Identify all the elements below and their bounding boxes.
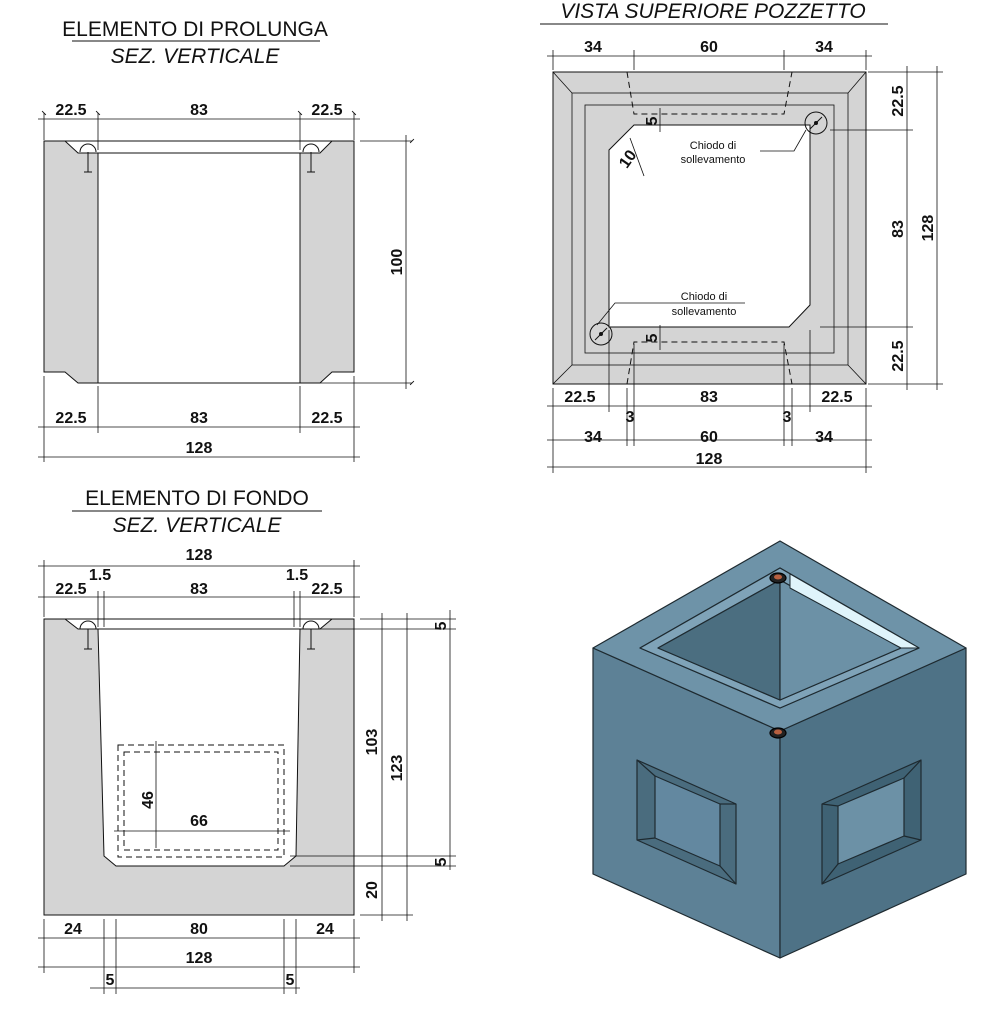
anchor-note: sollevamento	[681, 154, 746, 166]
fondo-subtitle: SEZ. VERTICALE	[113, 514, 283, 537]
vista-title: VISTA SUPERIORE POZZETTO	[560, 0, 865, 23]
dim-label: 5	[433, 621, 450, 630]
dim-label: 22.5	[890, 85, 907, 116]
dim-label: 3	[626, 409, 635, 426]
dim-label: 83	[890, 220, 907, 238]
fondo-section: ELEMENTO DI FONDO SEZ. VERTICALE 46 66 1…	[38, 487, 456, 994]
lifting-pin-icon	[769, 727, 787, 739]
dim-label: 24	[64, 921, 82, 938]
prolunga-subtitle: SEZ. VERTICALE	[111, 45, 281, 68]
dim-label: 10	[616, 147, 640, 171]
prolunga-section: ELEMENTO DI PROLUNGA SEZ. VERTICALE 22.5…	[38, 18, 415, 462]
dim-label: 22.5	[55, 410, 86, 427]
prolunga-title: ELEMENTO DI PROLUNGA	[62, 18, 328, 41]
dim-label: 22.5	[311, 102, 342, 119]
lifting-anchor-icon	[79, 620, 97, 650]
dim-label: 128	[186, 547, 213, 564]
dim-label: 24	[316, 921, 334, 938]
cube-highlight	[789, 573, 920, 649]
dim-label: 5	[644, 116, 661, 125]
dim-label: 34	[815, 39, 833, 56]
dim-label: 60	[700, 39, 718, 56]
dim-label: 22.5	[55, 581, 86, 598]
dim-label: 128	[920, 215, 937, 242]
lifting-anchor-icon	[589, 322, 613, 346]
fondo-body	[43, 618, 355, 916]
anchor-note: Chiodo di	[690, 140, 736, 152]
prolunga-right-wall	[299, 140, 355, 384]
dim-label: 83	[190, 410, 208, 427]
dim-label: 34	[584, 39, 602, 56]
dim-label: 66	[190, 813, 208, 830]
dim-label: 5	[433, 857, 450, 866]
lifting-anchor-icon	[79, 143, 97, 173]
dim-label: 5	[106, 972, 115, 989]
vista-slab	[552, 71, 867, 385]
dim-label: 83	[190, 102, 208, 119]
anchor-note: Chiodo di	[681, 291, 727, 303]
pozzetto-3d-view	[592, 540, 967, 959]
dim-label: 22.5	[564, 389, 595, 406]
dim-label: 22.5	[55, 102, 86, 119]
dim-label: 20	[364, 881, 381, 899]
dim-label: 103	[364, 729, 381, 756]
lifting-anchor-icon	[804, 111, 828, 135]
dim-label: 34	[815, 429, 833, 446]
dim-label: 60	[700, 429, 718, 446]
lifting-pin-icon	[769, 572, 787, 584]
dim-label: 22.5	[311, 581, 342, 598]
dim-label: 123	[389, 755, 406, 782]
dim-label: 80	[190, 921, 208, 938]
dim-label: 34	[584, 429, 602, 446]
vista-section: VISTA SUPERIORE POZZETTO Chiodo di solle…	[540, 0, 943, 473]
dim-label: 22.5	[311, 410, 342, 427]
dim-label: 1.5	[286, 567, 308, 584]
dim-label: 100	[389, 249, 406, 276]
dim-label: 83	[700, 389, 718, 406]
dim-label: 1.5	[89, 567, 111, 584]
dim-label: 3	[783, 409, 792, 426]
dim-label: 46	[140, 791, 157, 809]
dim-label: 22.5	[821, 389, 852, 406]
dim-label: 5	[644, 333, 661, 342]
lifting-anchor-icon	[302, 620, 320, 650]
dim-label: 5	[286, 972, 295, 989]
lifting-anchor-icon	[302, 143, 320, 173]
dim-label: 128	[186, 440, 213, 457]
side-opening	[117, 744, 285, 858]
cube-left-opening	[636, 759, 737, 885]
cube-right-opening	[821, 759, 922, 885]
anchor-note: sollevamento	[672, 306, 737, 318]
dim-label: 128	[186, 950, 213, 967]
dim-label: 22.5	[890, 340, 907, 371]
dim-label: 128	[696, 451, 723, 468]
fondo-title: ELEMENTO DI FONDO	[85, 487, 309, 510]
dim-label: 83	[190, 581, 208, 598]
prolunga-left-wall	[43, 140, 99, 384]
